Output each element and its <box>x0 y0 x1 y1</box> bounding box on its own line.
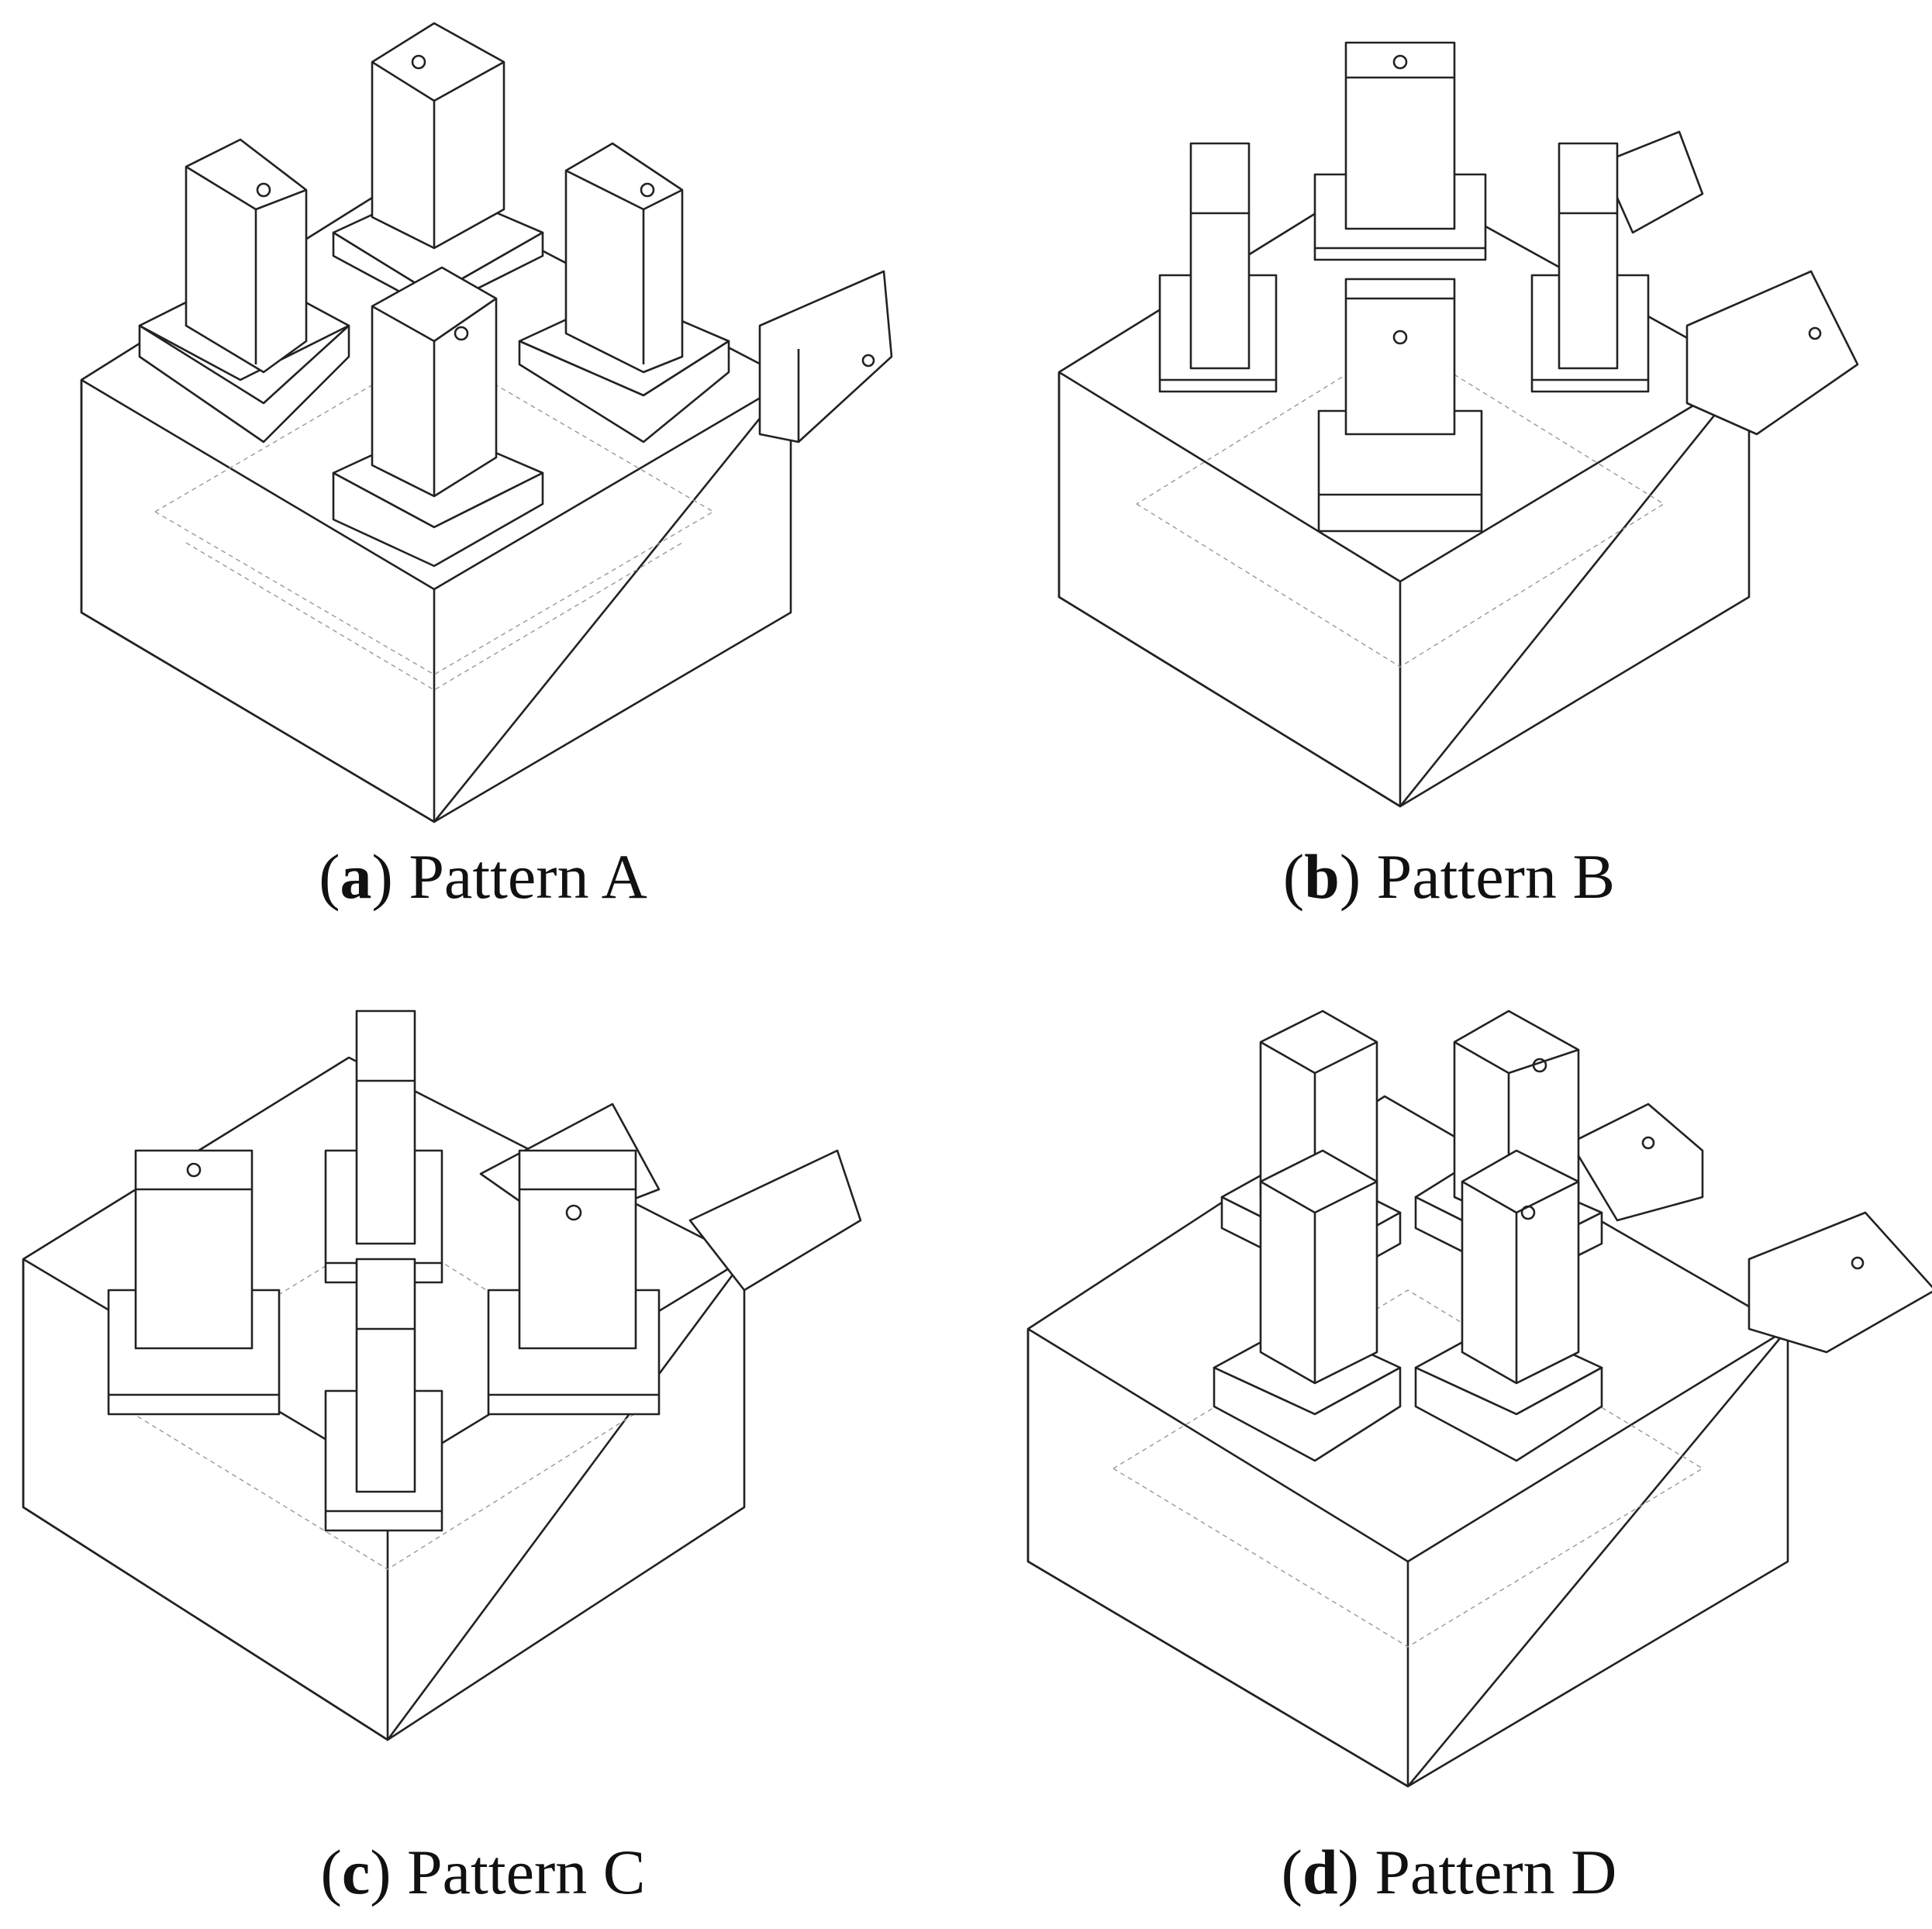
panel-a: (a) Pattern A <box>0 0 966 964</box>
caption-paren: ( <box>320 1837 342 1907</box>
caption-c: (c) Pattern C <box>0 1841 966 1904</box>
caption-letter: b <box>1304 841 1340 912</box>
pattern-a-drawing <box>80 22 893 823</box>
caption-label: Pattern C <box>391 1837 646 1907</box>
tile-left <box>1158 142 1278 393</box>
caption-label: Pattern D <box>1358 1837 1617 1907</box>
caption-paren: ( <box>1282 841 1305 912</box>
side-connector <box>758 270 893 443</box>
caption-paren: ( <box>1281 1837 1302 1907</box>
panel-b: (b) Pattern B <box>966 0 1932 964</box>
caption-paren: ) <box>370 1837 392 1907</box>
caption-label: Pattern B <box>1361 841 1616 912</box>
pattern-c-drawing <box>22 1009 862 1741</box>
tile-back <box>1313 41 1487 261</box>
pillar-left <box>138 138 350 443</box>
caption-paren: ) <box>1339 841 1361 912</box>
panel-c: (c) Pattern C <box>0 964 966 1929</box>
caption-a: (a) Pattern A <box>0 845 966 909</box>
caption-paren: ) <box>1337 1837 1359 1907</box>
tile-right <box>1530 142 1650 393</box>
caption-paren: ( <box>319 841 340 912</box>
tile-back <box>324 1009 443 1284</box>
tile-front <box>1317 278 1483 533</box>
caption-b: (b) Pattern B <box>966 845 1932 909</box>
caption-label: Pattern A <box>392 841 647 912</box>
pillar-back <box>332 22 544 312</box>
caption-letter: a <box>340 841 372 912</box>
tile-left <box>107 1149 281 1416</box>
pillar-cluster <box>1213 1009 1603 1462</box>
side-connector <box>1569 1103 1932 1354</box>
tile-right <box>487 1149 661 1416</box>
panel-d: (d) Pattern D <box>966 964 1932 1929</box>
pillar-front <box>332 266 544 568</box>
caption-letter: d <box>1302 1837 1338 1907</box>
caption-paren: ) <box>371 841 393 912</box>
pattern-d-drawing <box>1026 1009 1932 1788</box>
caption-letter: c <box>341 1837 371 1907</box>
pattern-b-drawing <box>1057 41 1859 808</box>
side-connector <box>1600 130 1859 436</box>
tile-front <box>324 1258 443 1532</box>
pillar-right <box>518 142 730 443</box>
caption-d: (d) Pattern D <box>966 1841 1932 1904</box>
